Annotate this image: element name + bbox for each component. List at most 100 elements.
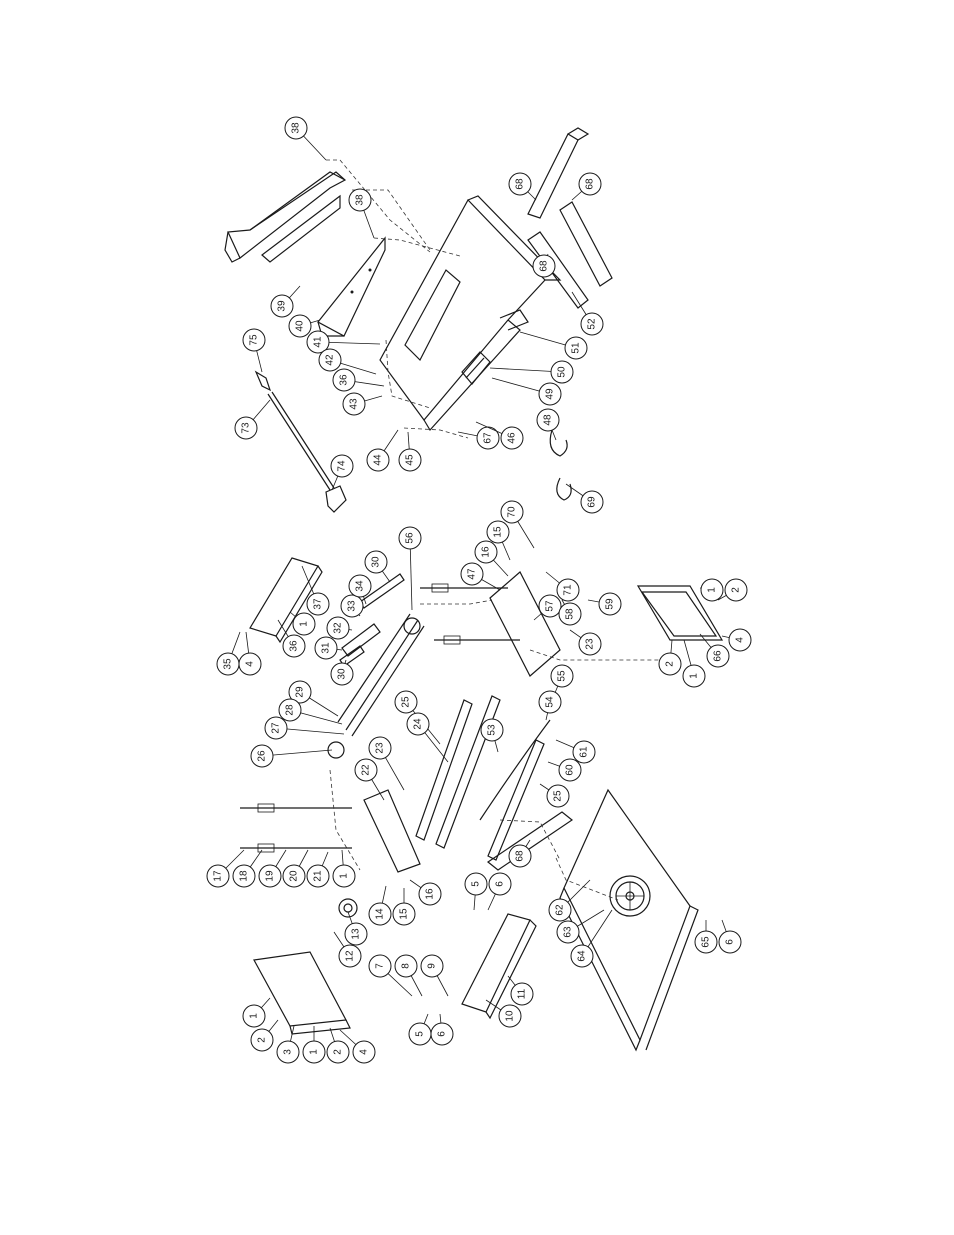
chain-links: [549, 429, 572, 501]
callout-5: 5: [464, 872, 488, 911]
callout-33: 33: [340, 594, 364, 618]
callout-70: 70: [500, 500, 535, 549]
callout-circle: [318, 348, 342, 372]
callout-68: 68: [508, 172, 537, 201]
callout-38: 38: [284, 116, 327, 161]
callout-number: 30: [371, 556, 382, 568]
callout-63: 63: [556, 909, 605, 944]
callout-number: 28: [285, 704, 296, 716]
callout-number: 70: [507, 506, 518, 518]
callout-circle: [368, 954, 392, 978]
callout-24: 24: [406, 712, 449, 763]
callout-number: 29: [295, 686, 306, 698]
callout-2: 2: [717, 578, 748, 602]
callout-42: 42: [318, 348, 377, 375]
callout-number: 4: [245, 661, 256, 667]
callout-number: 11: [517, 988, 528, 999]
callout-number: 36: [289, 640, 300, 652]
callout-number: 2: [731, 587, 742, 593]
callout-number: 12: [345, 950, 356, 962]
callout-25: 25: [539, 783, 570, 808]
callout-circle: [538, 594, 562, 618]
callout-62: 62: [548, 879, 591, 922]
callout-number: 43: [349, 398, 360, 410]
callout-circle: [392, 902, 416, 926]
callout-circle: [418, 882, 442, 906]
callout-number: 40: [295, 320, 306, 332]
callout-67: 67: [457, 426, 500, 450]
callout-circle: [250, 744, 274, 768]
callout-number: 5: [415, 1031, 426, 1037]
callout-number: 15: [399, 908, 410, 920]
callout-circle: [292, 612, 316, 636]
callout-66: 66: [699, 633, 730, 668]
callout-circle: [288, 314, 312, 338]
callout-circle: [578, 632, 602, 656]
callout-circle: [306, 592, 330, 616]
callout-56: 56: [398, 526, 422, 611]
callout-circle: [332, 864, 356, 888]
callout-circle: [598, 592, 622, 616]
callout-circle: [368, 736, 392, 760]
callout-1: 1: [699, 578, 724, 602]
callout-number: 71: [563, 584, 574, 596]
callout-60: 60: [547, 758, 582, 782]
callout-number: 30: [337, 668, 348, 680]
callout-circle: [282, 864, 306, 888]
callout-circle: [558, 602, 582, 626]
callout-number: 52: [587, 318, 598, 330]
callout-circle: [532, 254, 556, 278]
callout-6: 6: [430, 1013, 454, 1046]
callout-circle: [242, 1004, 266, 1028]
callout-circle: [538, 690, 562, 714]
callout-8: 8: [394, 954, 423, 997]
callout-circle: [460, 562, 484, 586]
callout-11: 11: [507, 975, 534, 1006]
callout-50: 50: [489, 360, 574, 384]
callout-circle: [354, 758, 378, 782]
callout-39: 39: [270, 285, 301, 318]
callout-number: 53: [487, 724, 498, 736]
callout-21: 21: [306, 851, 330, 888]
callout-number: 49: [545, 388, 556, 400]
callout-circle: [430, 1022, 454, 1046]
callout-number: 24: [413, 718, 424, 730]
callout-number: 1: [707, 587, 718, 593]
adjusting-screws: [240, 583, 520, 853]
callout-number: 23: [585, 638, 596, 650]
callout-circle: [330, 454, 354, 478]
callout-circle: [682, 664, 706, 688]
callout-number: 74: [337, 460, 348, 472]
callout-number: 48: [543, 414, 554, 426]
callout-number: 38: [291, 122, 302, 134]
callout-number: 4: [359, 1049, 370, 1055]
callout-circle: [474, 540, 498, 564]
callout-circle: [352, 1040, 376, 1064]
callout-23: 23: [368, 736, 405, 791]
callout-number: 68: [515, 178, 526, 190]
callout-circle: [700, 578, 724, 602]
callout-57: 57: [533, 594, 562, 621]
callout-37: 37: [301, 565, 330, 616]
callout-49: 49: [491, 377, 562, 406]
callout-circle: [724, 578, 748, 602]
callout-circle: [508, 844, 532, 868]
callout-number: 46: [507, 432, 518, 444]
callout-47: 47: [460, 562, 501, 591]
callout-68: 68: [532, 253, 556, 278]
callout-34: 34: [348, 574, 372, 605]
callout-circle: [556, 578, 580, 602]
callout-18: 18: [232, 849, 263, 888]
callout-number: 44: [373, 454, 384, 466]
callout-46: 46: [475, 421, 524, 450]
callout-circle: [282, 634, 306, 658]
callout-71: 71: [545, 571, 580, 602]
callout-6: 6: [487, 872, 512, 911]
callout-circle: [314, 636, 338, 660]
callout-number: 26: [257, 750, 268, 762]
callout-19: 19: [258, 849, 287, 888]
callout-number: 3: [283, 1049, 294, 1055]
callout-2: 2: [250, 1019, 279, 1052]
callout-number: 22: [361, 764, 372, 776]
callout-number: 6: [437, 1031, 448, 1037]
